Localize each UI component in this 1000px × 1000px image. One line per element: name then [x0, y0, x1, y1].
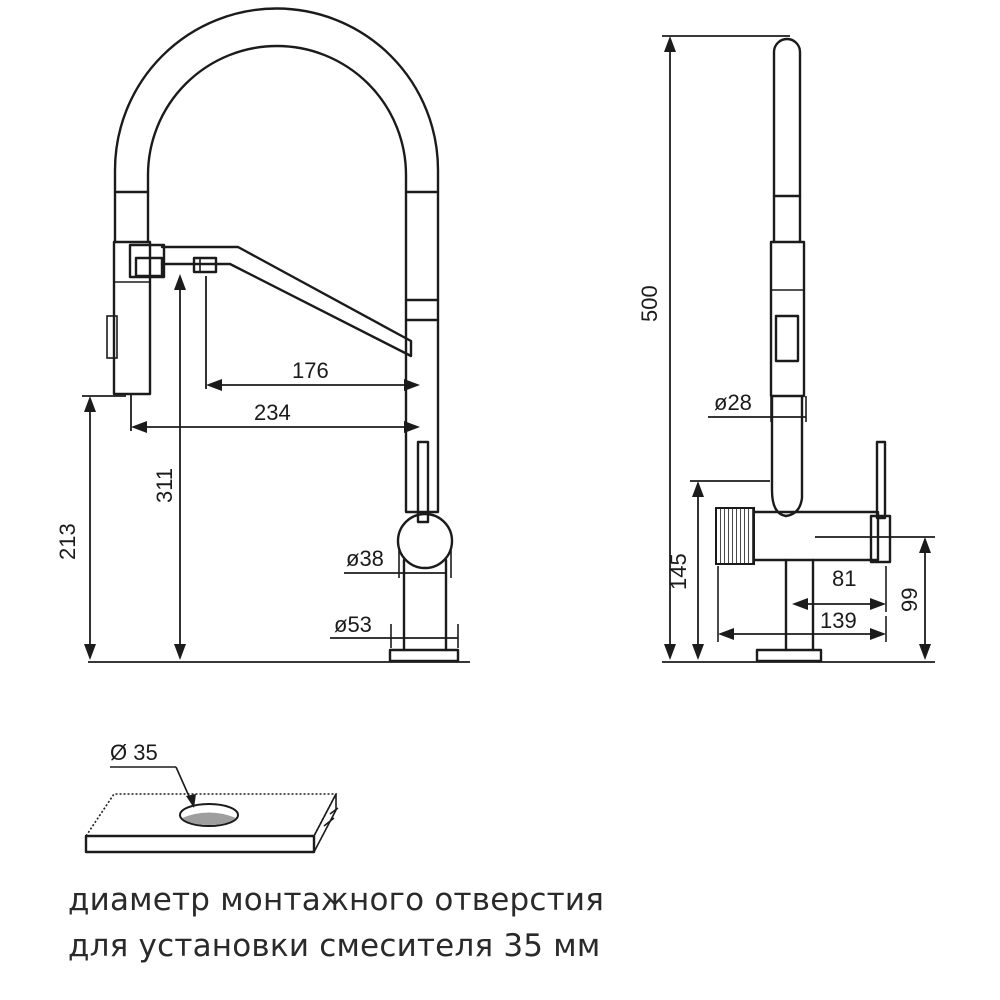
front-hose-arch-outer [113, 7, 440, 302]
dim-139-label: 139 [820, 608, 857, 633]
dim-176-label: 176 [292, 358, 329, 383]
front-spray-button [106, 315, 118, 359]
front-hose-arch-inner [146, 44, 408, 302]
dim-base-diameter: ø53 [330, 612, 459, 648]
dim-handle-diameter: ø38 [344, 546, 452, 578]
dim-176: 176 [205, 276, 420, 391]
dim-53-label: ø53 [334, 612, 372, 637]
front-handle-knob [396, 512, 454, 570]
side-spray-button [774, 314, 800, 363]
dim-hose-diameter: ø28 [708, 390, 807, 422]
side-handle-lever [875, 440, 887, 520]
side-knurled-cartridge [715, 507, 755, 565]
front-handle-lever [416, 440, 430, 524]
caption-line-2: для установки смесителя 35 мм [68, 928, 601, 964]
dim-145: 145 [666, 480, 770, 660]
dim-234: 213 234 [130, 394, 420, 433]
side-hose [772, 37, 802, 244]
dim-81-label: 81 [832, 566, 856, 591]
dim-234-text: 234 [254, 400, 291, 425]
dim-213: 213 [55, 395, 126, 660]
dim-81: 81 [792, 566, 887, 612]
front-base [388, 648, 460, 663]
front-column [404, 298, 440, 514]
side-spray-head [769, 240, 806, 398]
dim-500-label: 500 [637, 285, 662, 322]
dim-311: 311 [152, 274, 186, 660]
side-body [748, 510, 880, 562]
dim-139: 139 [717, 566, 887, 642]
dim-28-label: ø28 [714, 390, 752, 415]
side-handle-block [869, 514, 892, 564]
dim-500: 500 [637, 35, 790, 660]
dim-311-label: 311 [152, 468, 177, 503]
side-base [755, 648, 823, 663]
dim-99-label: 99 [897, 588, 922, 612]
front-spray-head [112, 240, 152, 396]
dim-213-label: 213 [55, 523, 80, 560]
dim-145-label: 145 [666, 553, 691, 590]
side-view: 500 ø28 145 99 [637, 35, 935, 663]
caption-line-1: диаметр монтажного отверстия [68, 882, 605, 918]
mounting-hole-sketch: Ø 35 [84, 740, 339, 854]
dim-35-label: Ø 35 [110, 740, 158, 765]
dim-38-label: ø38 [346, 546, 384, 571]
dim-99: 99 [815, 536, 935, 660]
front-view: 176 213 234 213 311 [55, 7, 470, 663]
front-spout-arm [160, 245, 413, 358]
